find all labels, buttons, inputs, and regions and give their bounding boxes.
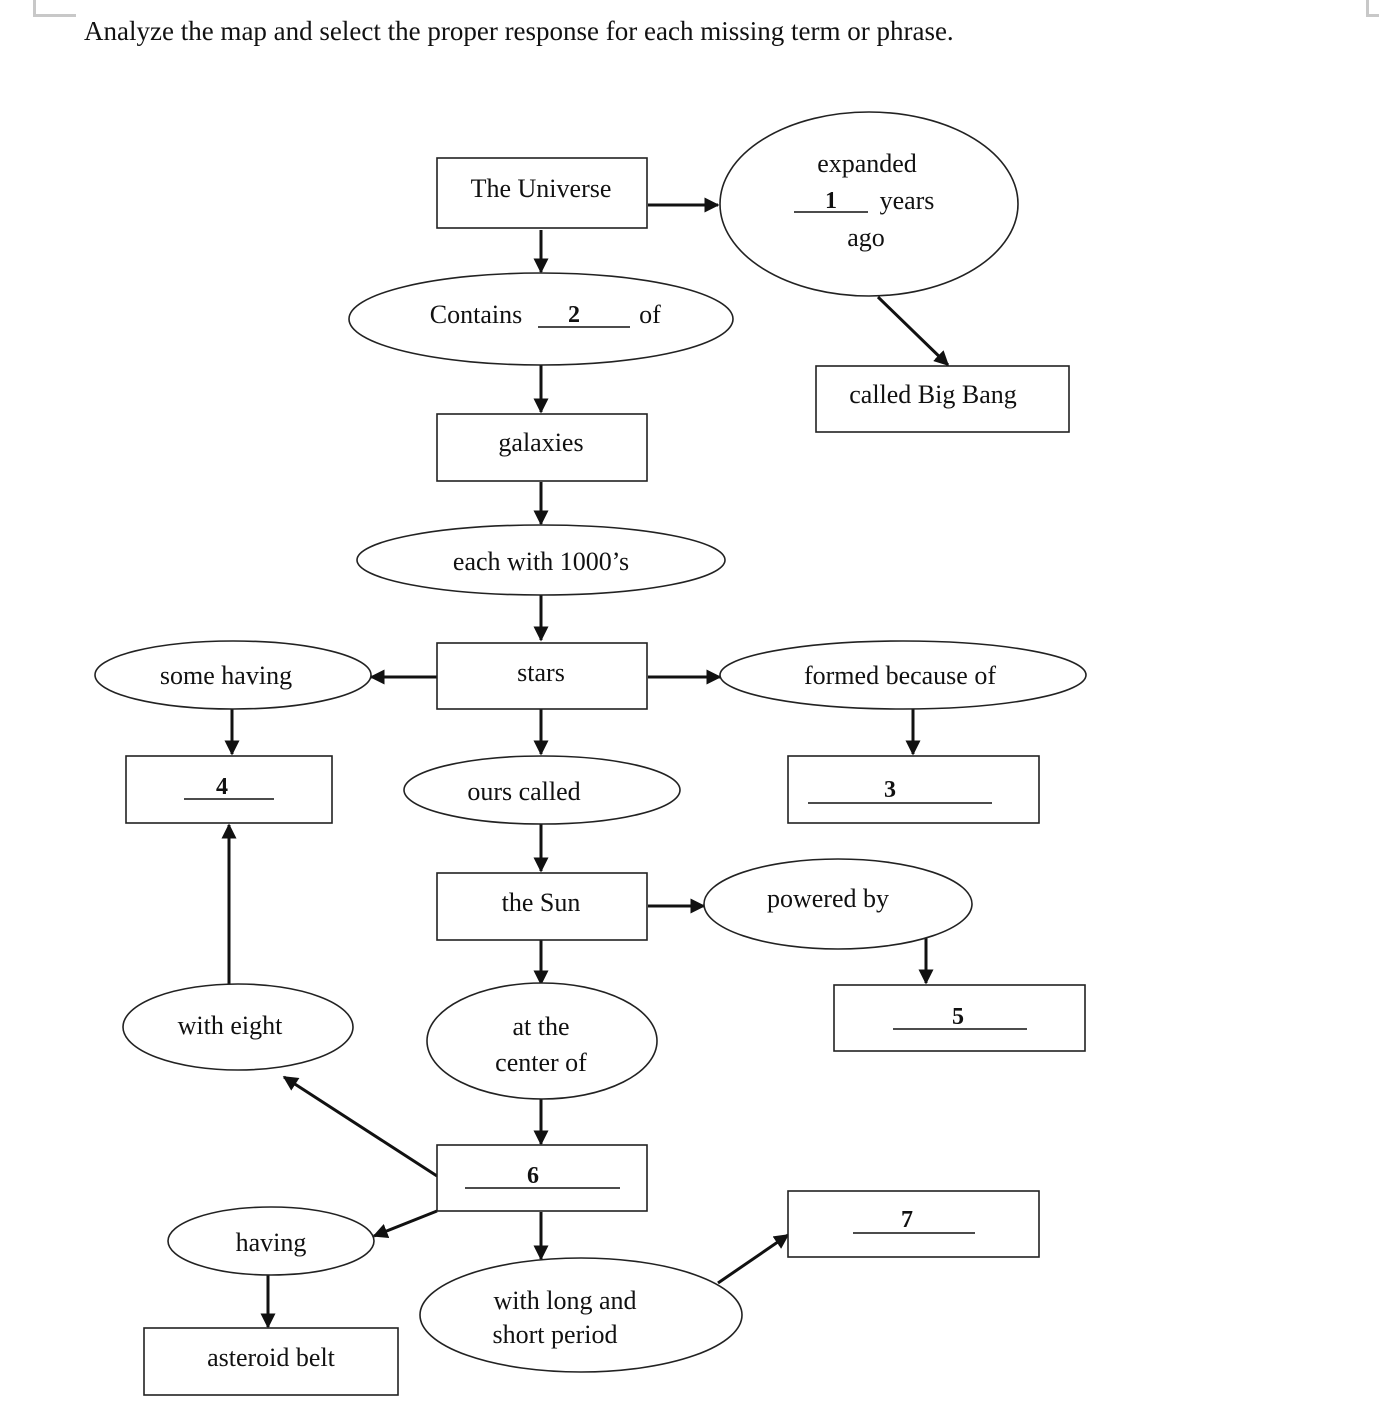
blank-2-number: 2: [568, 302, 580, 328]
node-with-eight-label: with eight: [178, 1011, 283, 1040]
blank-1-number: 1: [825, 188, 837, 214]
node-having: having: [167, 1206, 375, 1276]
node-blank-5: 5: [833, 984, 1086, 1052]
node-some-having: some having: [94, 640, 372, 710]
node-center-of: at the center of: [426, 982, 658, 1100]
blank-7-number: 7: [901, 1207, 913, 1233]
blank-3-number: 3: [884, 777, 896, 803]
node-long-short-line1: with long and: [494, 1286, 637, 1315]
node-expanded-line1: expanded: [817, 149, 917, 178]
node-each-with-label: each with 1000’s: [453, 547, 629, 576]
node-blank-7: 7: [787, 1190, 1040, 1258]
node-blank-3: 3: [787, 755, 1040, 824]
blank-6-number: 6: [527, 1163, 539, 1189]
blank-5-number: 5: [952, 1004, 964, 1030]
node-contains-of: of: [639, 300, 661, 329]
node-ours-called: ours called: [403, 755, 681, 825]
node-galaxies: galaxies: [436, 413, 648, 482]
node-the-sun: the Sun: [436, 872, 648, 941]
node-having-label: having: [236, 1228, 307, 1257]
node-expanded: expanded 1 years ago: [719, 111, 1019, 297]
node-stars: stars: [436, 642, 648, 710]
corner-mark-left: [33, 0, 76, 17]
node-expanded-years: years: [880, 186, 935, 215]
node-blank-6: 6: [436, 1144, 648, 1212]
node-the-sun-label: the Sun: [502, 888, 581, 917]
node-big-bang: called Big Bang: [815, 365, 1070, 433]
node-some-having-label: some having: [160, 661, 292, 690]
node-expanded-line3: ago: [847, 223, 885, 252]
corner-mark-right: [1366, 0, 1379, 17]
node-big-bang-label: called Big Bang: [849, 380, 1017, 409]
node-galaxies-label: galaxies: [498, 428, 583, 457]
node-center-of-line2: center of: [495, 1048, 587, 1077]
node-the-universe: The Universe: [436, 157, 648, 229]
node-each-with: each with 1000’s: [356, 524, 726, 596]
node-center-of-line1: at the: [512, 1012, 569, 1041]
node-contains-word: Contains: [430, 300, 522, 329]
node-powered-by-label: powered by: [767, 884, 889, 913]
connectors: [221, 197, 950, 1329]
node-contains: Contains 2 of: [348, 272, 734, 366]
blank-4-number: 4: [216, 774, 228, 800]
node-formed-because: formed because of: [719, 640, 1087, 710]
node-the-universe-label: The Universe: [471, 174, 612, 203]
node-formed-because-label: formed because of: [804, 661, 996, 690]
node-stars-label: stars: [517, 658, 565, 687]
node-powered-by: powered by: [703, 858, 973, 950]
node-asteroid-belt: asteroid belt: [143, 1327, 399, 1396]
node-long-short: with long and short period: [419, 1257, 743, 1373]
node-blank-4: 4: [125, 755, 333, 824]
node-ours-called-label: ours called: [467, 777, 580, 806]
node-with-eight: with eight: [122, 983, 354, 1071]
node-long-short-line2: short period: [493, 1320, 618, 1349]
instruction-text: Analyze the map and select the proper re…: [84, 16, 954, 46]
node-asteroid-belt-label: asteroid belt: [207, 1343, 336, 1372]
